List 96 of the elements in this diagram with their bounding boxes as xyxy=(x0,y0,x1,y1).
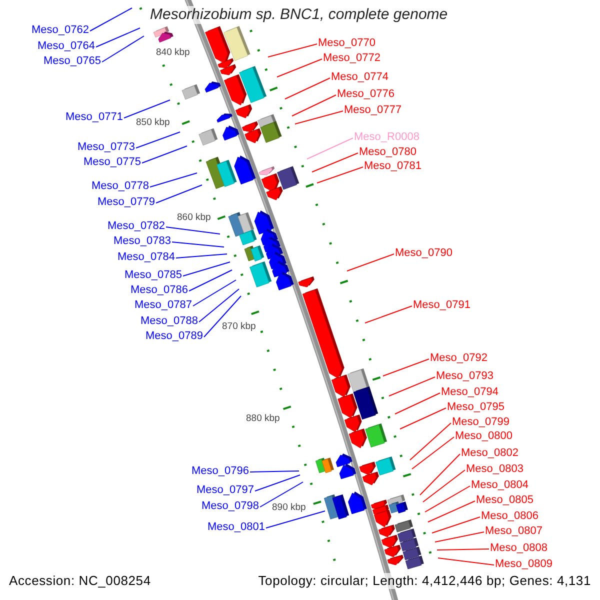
gene-label: Meso_0793 xyxy=(436,369,494,383)
leader-line xyxy=(102,36,144,62)
leader-line xyxy=(176,254,228,258)
leader-line xyxy=(156,184,202,204)
footer-text: Accession: NC_008254 xyxy=(9,573,151,589)
gene-label: Meso_0808 xyxy=(490,541,548,555)
gene-label: Meso_0781 xyxy=(364,159,422,173)
gene-label: Meso_0803 xyxy=(466,462,524,476)
leader-line xyxy=(306,138,354,160)
gene-label: Meso_0784 xyxy=(118,250,175,264)
gene-label: Meso_0798 xyxy=(202,499,259,513)
leader-line xyxy=(400,408,446,430)
leader-line xyxy=(394,392,440,414)
gene-label: Meso_0764 xyxy=(38,39,95,53)
gene-label: Meso_0790 xyxy=(395,246,452,260)
leader-line xyxy=(96,28,140,48)
scale-label: 860 kbp xyxy=(177,212,211,222)
leader-line xyxy=(432,516,480,534)
gene-label: Meso_0786 xyxy=(130,283,188,297)
leader-line xyxy=(434,532,484,542)
gene-label: Meso_0794 xyxy=(441,385,498,399)
gene-label: Meso_0789 xyxy=(146,329,203,343)
leader-line xyxy=(284,78,330,100)
gene-label: Meso_0792 xyxy=(430,351,488,365)
leader-line xyxy=(312,152,358,172)
leader-line xyxy=(260,482,304,508)
gene-label: Meso_0802 xyxy=(461,446,518,460)
gene-label: Meso_0796 xyxy=(192,464,249,478)
gene-label: Meso_0800 xyxy=(455,429,512,443)
gene-label: Meso_0782 xyxy=(108,219,165,233)
gene-label: Meso_0774 xyxy=(331,70,388,84)
gene-label: Meso_0785 xyxy=(124,268,182,282)
gene-label: Meso_0799 xyxy=(452,415,510,429)
gene-label: Meso_0776 xyxy=(337,87,394,101)
gene-label: Meso_0771 xyxy=(66,110,123,124)
gene-label: Meso_0806 xyxy=(481,509,538,523)
leader-line xyxy=(438,558,494,566)
gene-label: Meso_0780 xyxy=(359,145,416,159)
leader-line xyxy=(410,422,452,460)
leader-line xyxy=(316,166,364,184)
scale-label: 880 kbp xyxy=(246,412,280,424)
leader-line xyxy=(422,470,466,502)
gene-label: Meso_0775 xyxy=(84,155,141,169)
gene-label: Meso_0809 xyxy=(495,557,552,571)
leader-line xyxy=(276,58,322,78)
gene-label: Meso_0772 xyxy=(323,51,380,65)
scale-label: 850 kbp xyxy=(136,116,170,128)
footer-text: Topology: circular; Length: 4,412,446 bp; Genes: 4,131 xyxy=(258,573,591,589)
leader-line xyxy=(266,510,326,528)
leader-line xyxy=(166,226,220,234)
leader-line xyxy=(198,288,240,322)
leader-line xyxy=(124,100,170,118)
leader-line xyxy=(382,358,430,376)
leader-line xyxy=(428,500,476,522)
leader-line xyxy=(142,146,188,164)
leader-line xyxy=(268,44,318,58)
gene-label: Meso_0778 xyxy=(92,179,149,193)
gene-label: Meso_0807 xyxy=(485,524,542,538)
leader-line xyxy=(388,376,436,396)
gene-label: Meso_0765 xyxy=(44,54,101,68)
leader-line xyxy=(412,436,454,470)
gene-label: Meso_R0008 xyxy=(354,130,420,144)
gene-label: Meso_0795 xyxy=(447,400,504,414)
gene-label: Meso_0801 xyxy=(208,520,265,534)
leader-line xyxy=(188,270,232,292)
leader-line xyxy=(150,172,198,188)
gene-label: Meso_0770 xyxy=(318,36,376,50)
scale-label: 870 kbp xyxy=(222,320,256,332)
gene-label: Meso_0762 xyxy=(32,23,89,37)
leader-line xyxy=(182,262,230,276)
gene-label: Meso_0777 xyxy=(344,103,402,117)
leader-line xyxy=(90,8,132,32)
scale-label: 840 kbp xyxy=(156,46,190,58)
gene-label: Meso_0788 xyxy=(140,314,198,328)
gene-label: Meso_0779 xyxy=(98,195,155,209)
gene-label: Meso_0787 xyxy=(134,298,192,312)
gene-label: Meso_0797 xyxy=(196,483,254,497)
gene-label: Meso_0805 xyxy=(476,493,534,507)
leader-line xyxy=(294,110,344,124)
leader-line xyxy=(204,296,242,338)
leader-line xyxy=(136,132,180,148)
gene-label: Meso_0804 xyxy=(471,478,528,492)
gene-label: Meso_0773 xyxy=(78,140,135,154)
leader-line xyxy=(436,548,490,550)
leader-line xyxy=(346,254,394,272)
leader-line xyxy=(250,470,300,472)
leader-line xyxy=(172,242,224,248)
leader-line xyxy=(292,94,336,116)
gene-label: Meso_0791 xyxy=(413,298,470,312)
leader-line xyxy=(424,486,470,512)
scale-label: 890 kbp xyxy=(272,502,306,513)
leader-line xyxy=(192,280,236,306)
leader-line xyxy=(420,454,460,496)
leader-line xyxy=(364,306,412,324)
gene-label: Meso_0783 xyxy=(114,234,171,248)
leader-line xyxy=(254,474,300,492)
